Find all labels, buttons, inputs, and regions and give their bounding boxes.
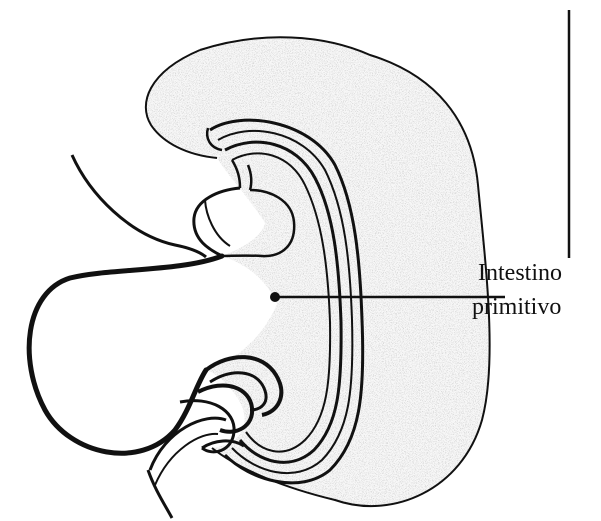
allantois-line <box>148 470 172 518</box>
annotation-label-primitivo: primitivo <box>472 293 561 321</box>
embryo-body <box>140 30 500 510</box>
amnion-line <box>72 155 206 257</box>
annotation-label-intestino: Intestino <box>478 259 562 287</box>
